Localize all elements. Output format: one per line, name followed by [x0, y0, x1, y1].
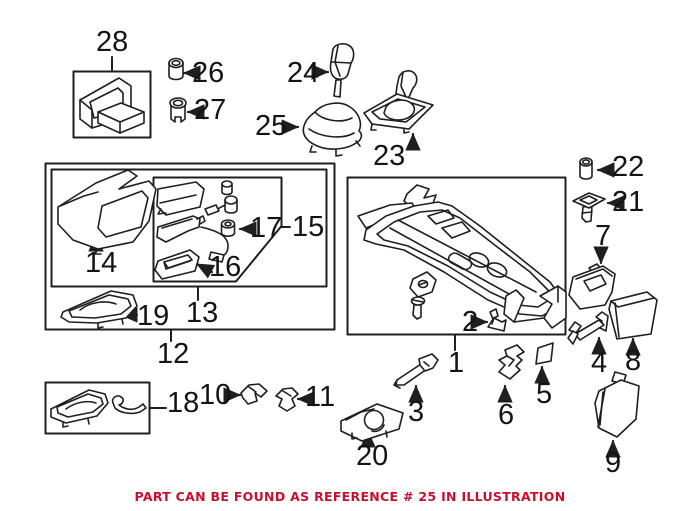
callout-7: 7 — [595, 220, 612, 252]
callout-27: 27 — [194, 94, 227, 126]
group-box-13 — [50, 168, 328, 288]
part-23-boot-knob-assembly-drawing — [363, 70, 434, 134]
part-2-clip-drawing — [487, 308, 507, 332]
part-18-bezel-with-cable-drawing — [50, 389, 147, 428]
reference-note: PART CAN BE FOUND AS REFERENCE # 25 IN I… — [134, 489, 566, 504]
callout-14: 14 — [85, 247, 118, 279]
callout-25: 25 — [255, 110, 288, 142]
group-box-15 — [152, 176, 283, 283]
part-22-cap-fastener-drawing — [579, 157, 593, 180]
callout-20: 20 — [356, 440, 389, 472]
callout-21: 21 — [612, 186, 645, 218]
callout-5: 5 — [536, 378, 553, 410]
group-box-28 — [72, 70, 152, 139]
callout-26: 26 — [192, 57, 225, 89]
part-27-sleeve-nut-drawing — [169, 97, 187, 123]
callout-12: 12 — [157, 338, 190, 370]
part-5-adhesive-pad-drawing — [535, 342, 554, 365]
leader-lines — [111, 56, 456, 409]
part-10-clip-drawing — [240, 383, 268, 405]
group-box-12 — [44, 162, 336, 331]
callout-22: 22 — [612, 151, 645, 183]
part-28-trim-kit-drawing — [79, 77, 145, 134]
part-14-console-trim-panel-drawing — [57, 169, 157, 255]
part-3-handle-trim-drawing — [393, 353, 439, 389]
callout-3: 3 — [408, 396, 425, 428]
callout-8: 8 — [625, 345, 642, 377]
callout-15: 15 — [292, 211, 325, 243]
callout-24: 24 — [287, 57, 320, 89]
callout-9: 9 — [605, 447, 622, 479]
part-21-grommet-drawing — [572, 192, 606, 223]
part-1-center-console-drawing — [357, 184, 567, 329]
part-19-trim-bezel-drawing — [60, 290, 138, 329]
part-26-fastener-drawing — [168, 57, 184, 81]
part-7-mount-bracket-drawing — [568, 263, 616, 310]
part-4-rail-bracket-drawing — [567, 311, 609, 345]
callout-23: 23 — [373, 140, 406, 172]
callout-arrows — [88, 64, 641, 458]
callout-16: 16 — [209, 251, 242, 283]
group-box-1 — [346, 176, 567, 336]
part-24-shift-knob-drawing — [329, 43, 355, 98]
part-11-clip-drawing — [275, 387, 299, 412]
part-20-cupholder-trim-drawing — [340, 403, 404, 442]
callout-1: 1 — [448, 347, 465, 379]
callout-4: 4 — [591, 347, 608, 379]
callout-28: 28 — [96, 26, 129, 58]
callout-18: 18 — [167, 387, 200, 419]
part-6-bracket-clip-drawing — [498, 344, 525, 380]
callout-13: 13 — [186, 297, 219, 329]
callout-2: 2 — [462, 306, 479, 338]
callout-17: 17 — [250, 212, 283, 244]
callout-10: 10 — [199, 379, 232, 411]
part-15-storage-compartment-parts-drawing — [154, 180, 238, 280]
part-8-side-panel-drawing — [608, 291, 658, 340]
callout-11: 11 — [305, 381, 336, 413]
callout-6: 6 — [498, 399, 515, 431]
part-25-shift-boot-drawing — [302, 102, 363, 157]
callout-19: 19 — [137, 300, 170, 332]
part-9-rear-cover-drawing — [594, 371, 640, 438]
